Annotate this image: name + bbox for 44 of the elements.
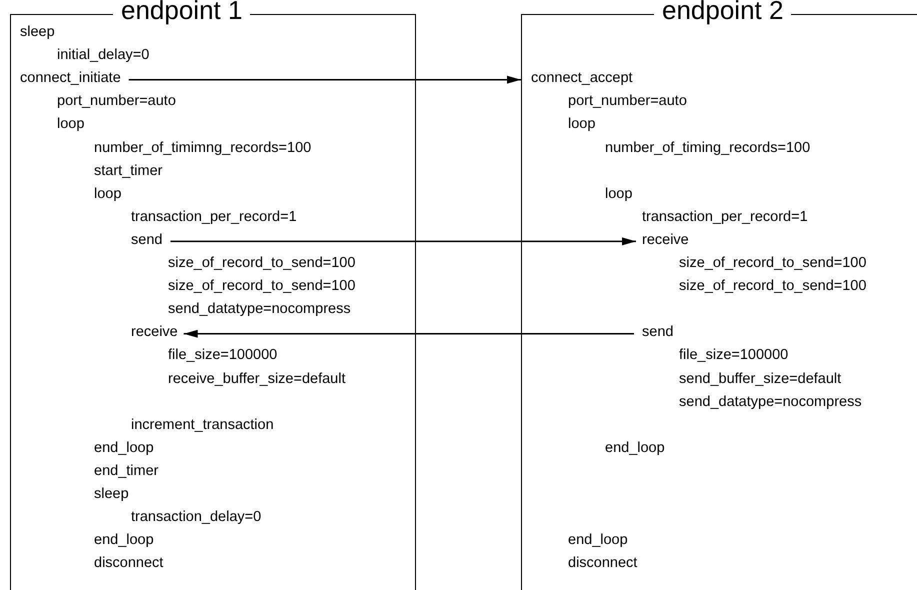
step-text: send_datatype=nocompress (168, 301, 351, 318)
step-text: sleep (94, 486, 129, 503)
step-text: loop (94, 186, 122, 203)
step-text: loop (568, 116, 596, 134)
step-text: increment_transaction (131, 416, 274, 434)
step-text: transaction_per_record=1 (131, 208, 297, 226)
step-text: file_size=100000 (679, 347, 788, 364)
step-text: send (642, 324, 674, 342)
step-text: size_of_record_to_send=100 (679, 278, 866, 296)
step-text: port_number=auto (57, 93, 176, 110)
step-text: loop (57, 116, 84, 134)
step-text: send_datatype=nocompress (679, 394, 862, 411)
step-text: size_of_record_to_send=100 (679, 255, 866, 272)
step-text: send (131, 232, 162, 249)
step-text: initial_delay=0 (57, 47, 150, 64)
step-text: end_loop (568, 532, 628, 550)
step-text: connect_initiate (20, 70, 121, 88)
arrow (128, 76, 521, 84)
arrow (170, 237, 636, 246)
step-text: receive (642, 232, 689, 249)
step-text: number_of_timing_records=100 (605, 140, 810, 156)
step-text: number_of_timimng_records=100 (94, 140, 312, 156)
step-text: file_size=100000 (168, 347, 278, 364)
step-text: end_loop (94, 532, 154, 550)
step-text: transaction_per_record=1 (642, 208, 808, 226)
step-text: transaction_delay=0 (131, 509, 262, 526)
panel-title: endpoint 2 (654, 0, 792, 25)
step-text: start_timer (94, 162, 162, 180)
step-text: end_loop (605, 440, 665, 457)
step-text: disconnect (568, 555, 638, 572)
step-text: disconnect (94, 555, 164, 572)
step-text: end_loop (94, 440, 154, 457)
step-text: send_buffer_size=default (679, 370, 842, 388)
step-text: port_number=auto (568, 93, 687, 110)
step-text: loop (605, 186, 632, 203)
step-text: receive_buffer_size=default (168, 370, 346, 388)
step-text: size_of_record_to_send=100 (168, 278, 356, 296)
step-text: size_of_record_to_send=100 (168, 255, 356, 272)
step-text: receive (131, 324, 178, 342)
step-text: connect_accept (531, 70, 633, 88)
panel-title: endpoint 1 (113, 0, 250, 25)
step-text: sleep (20, 24, 55, 41)
step-text: end_timer (94, 462, 158, 480)
arrow (184, 330, 634, 338)
